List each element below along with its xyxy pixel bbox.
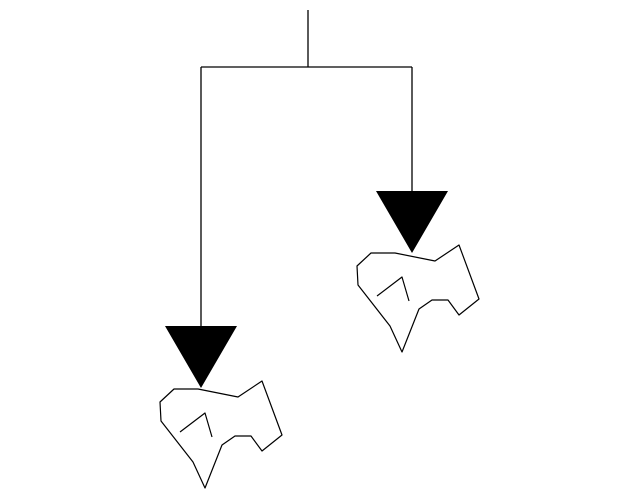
part-left-inner-edge bbox=[179, 412, 213, 438]
part-right-outline bbox=[356, 244, 480, 353]
part-left bbox=[159, 380, 283, 489]
part-left-outline bbox=[159, 380, 283, 489]
part-right-inner-edge bbox=[376, 276, 410, 302]
right-arrow-icon bbox=[376, 191, 448, 253]
left-arrow-icon bbox=[165, 326, 237, 388]
connector-lines bbox=[200, 10, 413, 326]
part-right bbox=[356, 244, 480, 353]
